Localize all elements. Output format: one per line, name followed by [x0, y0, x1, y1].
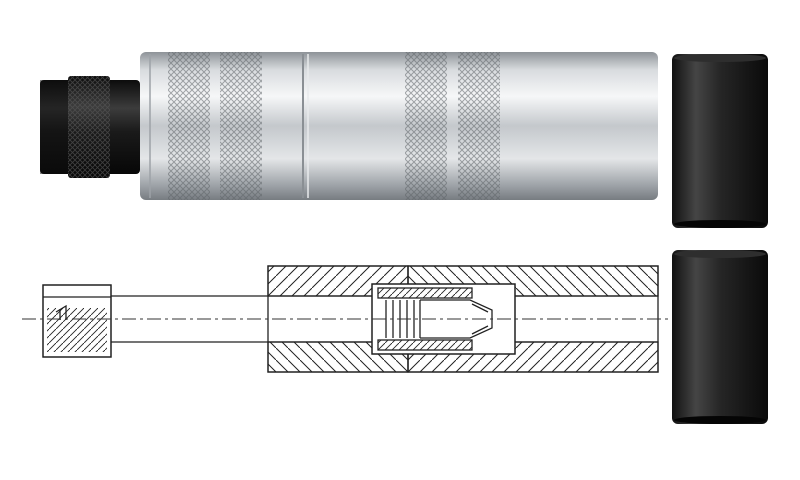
- tool-photo: [40, 52, 768, 228]
- black-sleeve-upper: [672, 54, 768, 228]
- knurled-band: [405, 52, 447, 200]
- knurled-band: [220, 52, 262, 200]
- knurled-band: [458, 52, 500, 200]
- black-knurled-end-cap: [40, 76, 140, 178]
- knurled-band: [168, 52, 210, 200]
- section-end-nut: [42, 284, 112, 358]
- section-inner-insert: [371, 283, 516, 355]
- aluminium-knurled-body: [140, 52, 658, 200]
- black-sleeve-lower: [672, 250, 768, 424]
- section-shaft: [111, 295, 268, 343]
- section-view-drawing: [22, 265, 678, 373]
